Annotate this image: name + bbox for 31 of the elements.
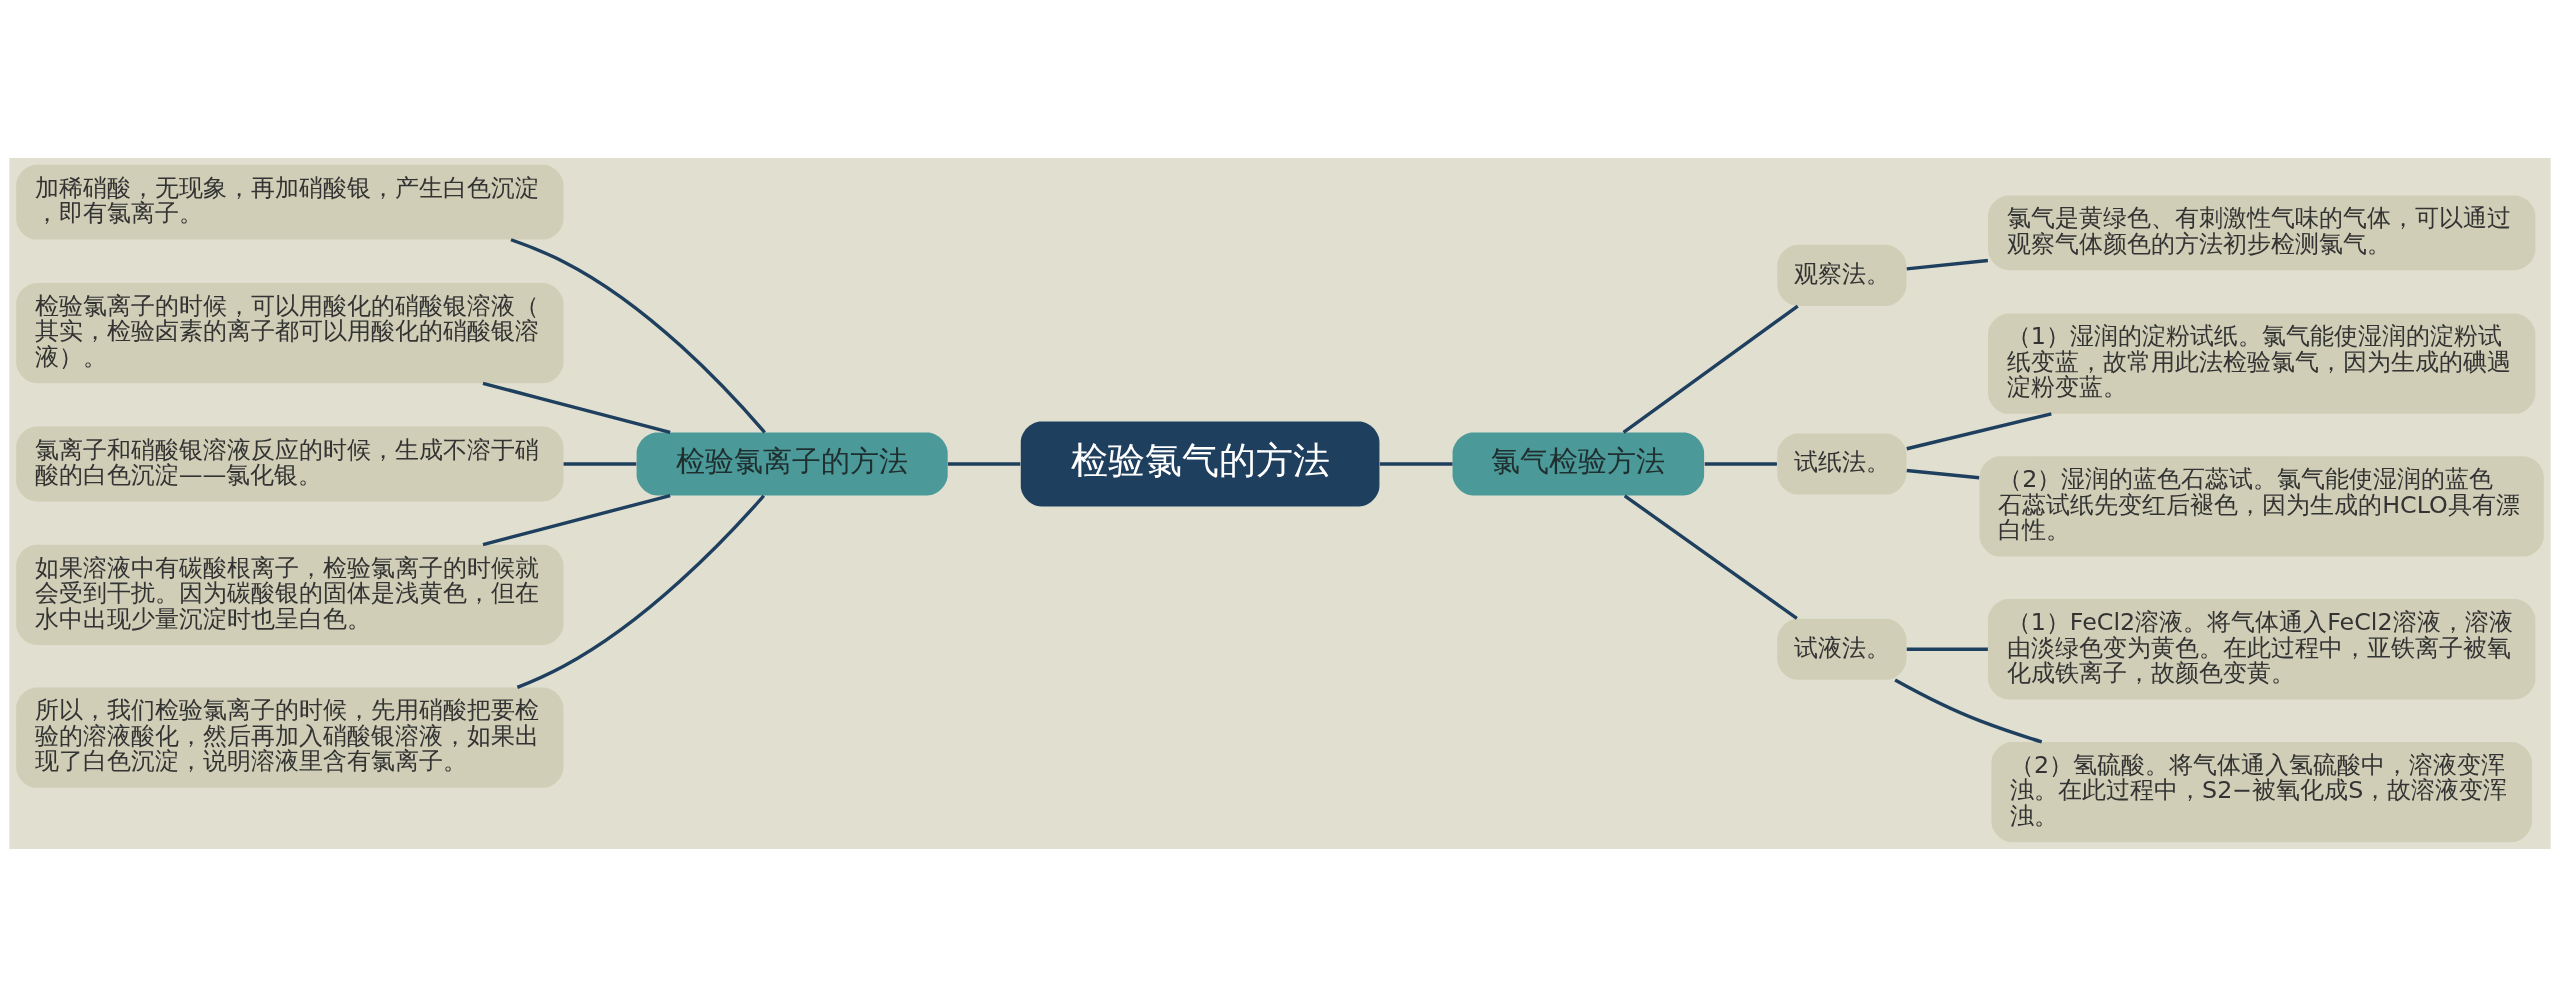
node-box: 观察法。 [1777, 244, 1907, 306]
node-box: 氯气检验方法 [1452, 432, 1705, 496]
node-box: 加稀硝酸，无现象，再加硝酸银，产生白色沉淀，即有氯离子。 [16, 164, 564, 240]
connector [516, 494, 766, 689]
node-box: 检验氯离子的方法 [636, 432, 948, 496]
node-box: 检验氯气的方法 [1020, 421, 1380, 507]
node-box: 检验氯离子的时候，可以用酸化的硝酸银溶液（其实，检验卤素的离子都可以用酸化的硝酸银溶液）。 [16, 282, 564, 384]
node-box: 试纸法。 [1777, 433, 1907, 495]
node-box: 氯气是黄绿色、有刺激性气味的气体，可以通过观察气体颜色的方法初步检测氯气。 [1988, 195, 2536, 271]
node-box: 试液法。 [1777, 618, 1907, 680]
connector [1906, 468, 1980, 480]
connector [947, 462, 1021, 466]
connector [1906, 647, 1988, 651]
connector [1906, 258, 1989, 271]
node-box: 氯离子和硝酸银溶液反应的时候，生成不溶于硝酸的白色沉淀——氯化银。 [16, 426, 564, 502]
connector [1622, 304, 1799, 434]
connector [1623, 494, 1798, 620]
node-box: （1）湿润的淀粉试纸。氯气能使湿润的淀粉试纸变蓝，故常用此法检验氯气，因为生成的碘遇淀粉变蓝。 [1988, 313, 2536, 414]
connector [563, 462, 637, 466]
connector [1906, 412, 2052, 451]
connector [1894, 678, 2043, 744]
node-box: 所以，我们检验氯离子的时候，先用硝酸把要检验的溶液酸化，然后再加入硝酸银溶液，如果出现了白色沉淀，说明溶液里含有氯离子。 [16, 687, 564, 788]
node-box: （1）FeCl2溶液。将气体通入FeCl2溶液，溶液由淡绿色变为黄色。在此过程中，亚铁离子被氧化成铁离子，故颜色变黄。 [1988, 599, 2536, 700]
connector [1704, 462, 1777, 466]
node-box: （2）湿润的蓝色石蕊试。氯气能使湿润的蓝色石蕊试纸先变红后褪色，因为生成的HCLO具有漂白性。 [1979, 456, 2544, 557]
node-box: （2）氢硫酸。将气体通入氢硫酸中，溶液变浑浊。在此过程中，S2−被氧化成S，故溶液变浑浊。 [1991, 741, 2532, 843]
connector [482, 493, 671, 547]
connector [510, 238, 766, 434]
connector [1379, 462, 1453, 466]
connector [482, 381, 671, 435]
node-box: 如果溶液中有碳酸根离子，检验氯离子的时候就会受到干扰。因为碳酸银的固体是浅黄色，但在水中出现少量沉淀时也呈白色。 [16, 544, 564, 645]
